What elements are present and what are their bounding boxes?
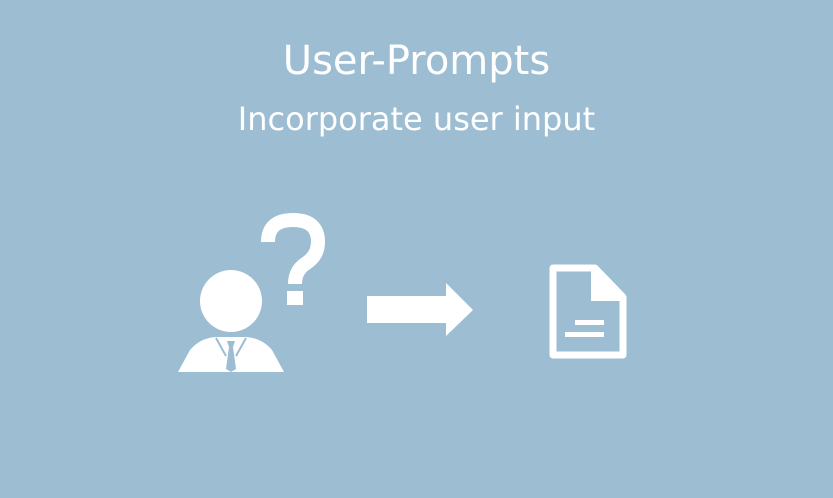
user-head-shape (200, 270, 262, 332)
document-line-2 (565, 332, 604, 337)
right-arrow-icon (367, 283, 473, 336)
question-mark-dot (287, 291, 303, 305)
document-icon (549, 264, 627, 359)
document-line-1 (575, 320, 604, 325)
user-tie-shape (226, 341, 236, 372)
question-mark-shape (261, 212, 326, 285)
user-collar-shape (215, 337, 247, 357)
slide-title: User-Prompts (282, 38, 551, 84)
document-fold-shape (591, 265, 627, 301)
document-outline-shape (549, 264, 627, 359)
user-with-question-icon (178, 212, 326, 372)
slide-subtitle: Incorporate user input (237, 100, 596, 138)
